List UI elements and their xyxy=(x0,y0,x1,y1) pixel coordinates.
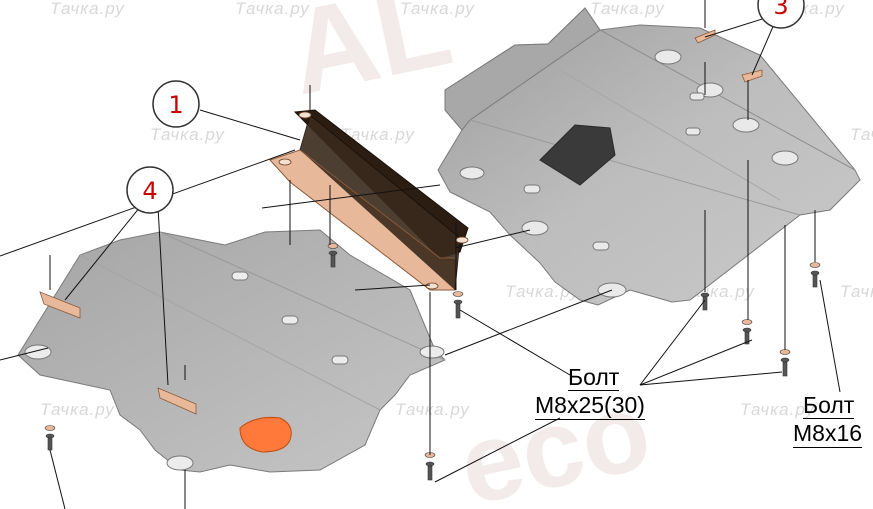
center-bracket xyxy=(269,109,469,291)
fasteners xyxy=(44,243,821,481)
callout-1-number: 1 xyxy=(168,91,183,119)
site-watermark-3: Тачка.ру xyxy=(590,0,665,18)
brand-watermark-top: AL xyxy=(278,0,462,120)
callout-3-number: 3 xyxy=(773,0,788,20)
site-watermark-8: Тачка.ру xyxy=(850,125,873,144)
callout-1: 1 xyxy=(152,80,200,128)
site-watermark-11: Тачка.ру xyxy=(505,282,580,301)
bolt-m8x16-title: Болт xyxy=(803,392,855,419)
site-watermark-14: Тачка.ру xyxy=(40,400,115,419)
site-watermark-5: Тачка.ру xyxy=(150,125,225,144)
bolt-m8x16-size: M8x16 xyxy=(793,420,863,448)
site-watermark-0: Тачка.ру xyxy=(50,0,125,18)
callout-4: 4 xyxy=(126,166,174,214)
site-watermark-17: Тачка.ру xyxy=(740,400,815,419)
assembly-guide-lines xyxy=(0,0,816,509)
bolt-m8x25-size: M8x25(30) xyxy=(535,392,645,420)
drain-hatch xyxy=(239,417,292,453)
site-watermark-6: Тачка.ру xyxy=(340,125,415,144)
bolt-m8x25-label: Болт M8x25(30) xyxy=(535,366,645,420)
callout-4-number: 4 xyxy=(142,177,157,205)
site-watermark-16: Тачка.ру xyxy=(395,400,470,419)
site-watermark-13: Тачка.ру xyxy=(840,282,873,301)
right-skid-plate xyxy=(437,7,861,306)
bolt-m8x25-title: Болт xyxy=(568,364,620,391)
callout-3: 3 xyxy=(757,0,805,29)
site-watermark-2: Тачка.ру xyxy=(400,0,475,18)
service-window xyxy=(539,124,616,186)
left-skid-plate xyxy=(17,229,446,473)
site-watermark-1: Тачка.ру xyxy=(235,0,310,18)
bolt-m8x16-label: Болт M8x16 xyxy=(793,392,863,448)
